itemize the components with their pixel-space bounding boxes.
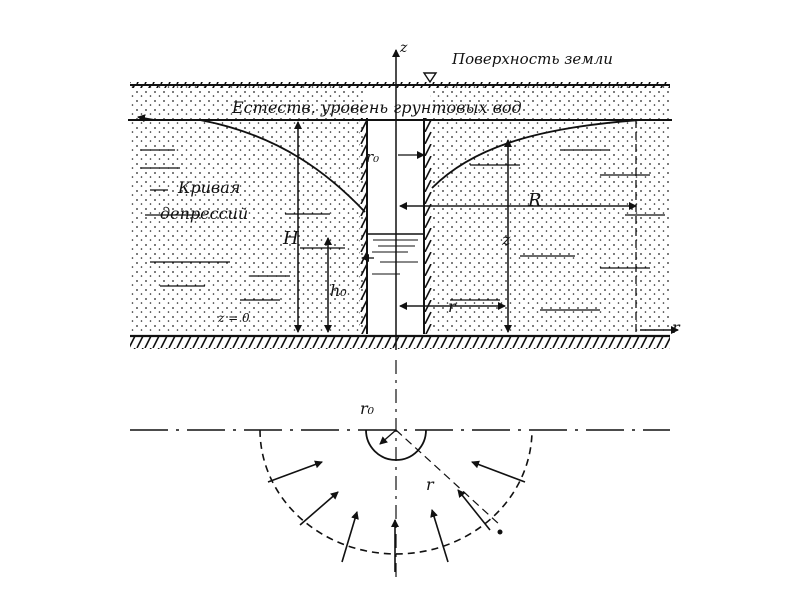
z-zero-label: z = 0 [217, 311, 250, 325]
r0-plan-label: r₀ [360, 399, 375, 418]
r0-top-label: r₀ [366, 148, 379, 166]
plan-view [130, 360, 670, 580]
surface-label: Поверхность земли [451, 50, 613, 68]
h0-label: h₀ [330, 281, 347, 300]
dimension-lines [294, 120, 637, 334]
groundwater-dashes [140, 149, 665, 311]
z-dim-label: z [501, 230, 511, 249]
impermeable-base [130, 334, 670, 349]
H-label: H [282, 228, 299, 249]
water-level-label: Естеств. уровень грунтовых вод [231, 98, 522, 117]
surface-marker-icon [422, 72, 438, 84]
R-label: R [527, 190, 542, 211]
r-plan-label: r [426, 475, 435, 494]
curve-label-1: Кривая [177, 178, 240, 197]
r-axis-label: r [672, 318, 681, 337]
r-dim-label: r [448, 297, 457, 316]
ground-surface [130, 72, 670, 88]
well-plan-circle [365, 429, 427, 461]
radial-flow-arrows [267, 460, 526, 572]
curve-label-2: депрессий [160, 204, 248, 223]
soil-region [130, 86, 670, 334]
radius-arc [259, 429, 533, 555]
z-axis-label: z [399, 40, 408, 56]
